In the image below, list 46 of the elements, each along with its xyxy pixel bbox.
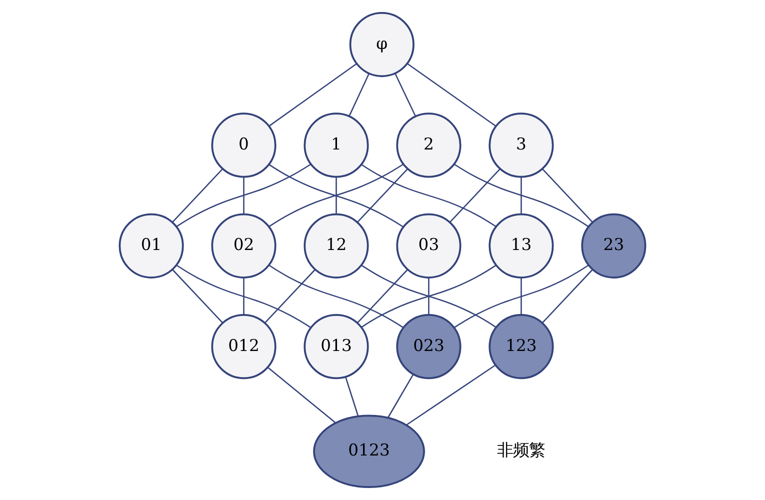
connector	[357, 168, 408, 222]
connector	[520, 176, 522, 214]
node-circle: 13	[488, 213, 554, 278]
connector	[407, 63, 496, 127]
node-ellipse: 0123	[313, 414, 425, 488]
connector	[450, 168, 500, 222]
connector	[243, 278, 244, 315]
connector	[520, 278, 522, 315]
connector	[344, 376, 359, 417]
connector	[357, 269, 408, 324]
connector	[336, 176, 337, 214]
node-circle: 03	[396, 213, 462, 278]
connector	[264, 269, 316, 324]
node-circle: 123	[488, 314, 554, 380]
connector	[361, 164, 496, 227]
connector	[176, 264, 311, 328]
connector	[172, 168, 223, 222]
node-circle: 02	[211, 213, 276, 278]
connector	[454, 164, 589, 227]
connector	[542, 168, 593, 222]
connector	[172, 269, 223, 324]
connector	[361, 264, 496, 328]
node-circle: 0	[211, 112, 276, 178]
connector	[454, 264, 589, 328]
connector	[268, 367, 336, 424]
connector	[269, 63, 357, 126]
node-circle: 01	[118, 213, 184, 278]
node-circle: 012	[211, 314, 276, 380]
connector	[176, 164, 311, 227]
connector	[348, 73, 370, 116]
label: 非频繁	[497, 440, 546, 460]
node-circle: 1	[304, 112, 369, 178]
connector	[406, 364, 496, 426]
node-circle: φ	[349, 12, 414, 78]
connector	[542, 269, 593, 324]
connector	[394, 73, 416, 117]
node-circle: 12	[304, 213, 369, 278]
connector	[243, 176, 244, 214]
node-circle: 23	[581, 213, 646, 278]
connector	[428, 278, 430, 315]
node-circle: 013	[304, 314, 369, 380]
connector	[268, 264, 404, 328]
node-circle: 2	[396, 112, 462, 178]
node-circle: 023	[396, 314, 462, 380]
node-circle: 3	[488, 112, 554, 178]
connector	[387, 374, 414, 418]
